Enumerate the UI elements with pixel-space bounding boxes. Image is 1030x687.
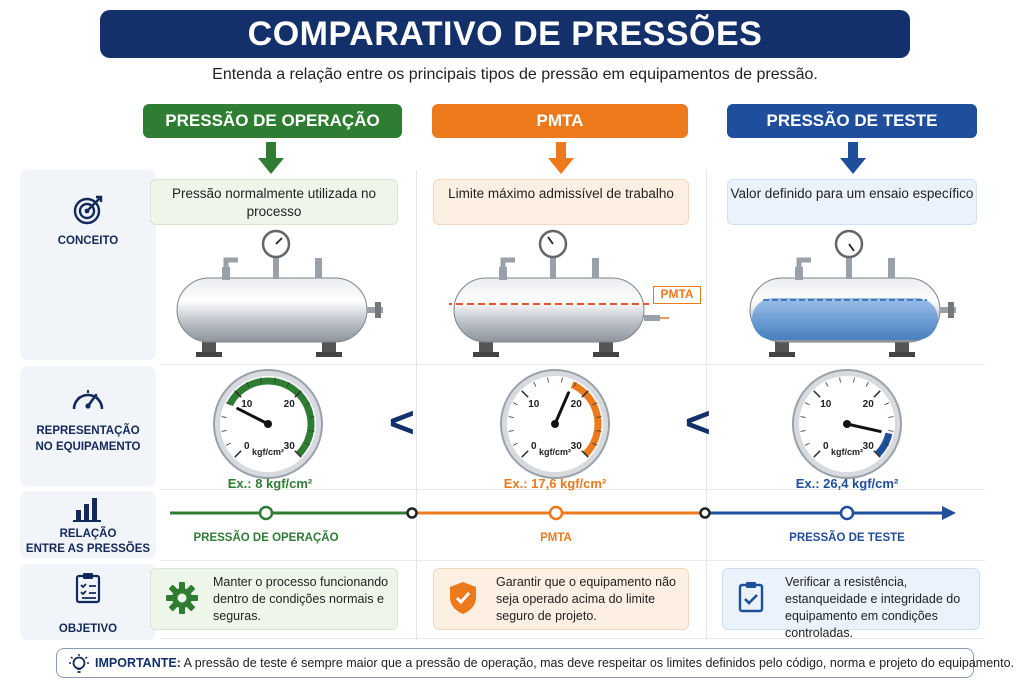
- example-operating: Ex.: 8 kgf/cm²: [227, 476, 313, 491]
- relation-timeline: [170, 505, 956, 521]
- arrow-down-icon: [548, 142, 574, 174]
- note-label: IMPORTANTE:: [95, 656, 181, 670]
- objective-test: Verificar a resistência, estanqueidade e…: [722, 568, 980, 640]
- concept-pmta: Limite máximo admissível de trabalho: [433, 179, 689, 225]
- gauge-needle: [236, 407, 270, 426]
- gauge-unit-label: kgf/cm²: [252, 447, 284, 457]
- target-icon: [73, 195, 103, 225]
- row-label-text: RELAÇÃO: [59, 528, 117, 540]
- gauge-icon: [72, 390, 104, 410]
- timeline-marker-test: [839, 505, 855, 521]
- shield-check-icon: [450, 582, 476, 614]
- gauge-tick-label: 10: [820, 399, 832, 410]
- row-label-text: CONCEITO: [57, 235, 119, 247]
- timeline-marker-operating: [258, 505, 274, 521]
- important-note: IMPORTANTE: A pressão de teste é sempre …: [56, 648, 1014, 678]
- gauge-tick-label: 20: [284, 399, 296, 410]
- gauge-needle: [845, 422, 882, 433]
- objective-text: Verificar a resistência, estanqueidade e…: [785, 575, 961, 640]
- clipboard-check-icon: [738, 582, 764, 613]
- row-label-objective: OBJETIVO: [20, 564, 156, 640]
- checklist-icon: [75, 573, 101, 604]
- less-than-symbol: <: [685, 398, 711, 447]
- pmta-tag: PMTA: [653, 286, 701, 304]
- row-label-relation: RELAÇÃO ENTRE AS PRESSÕES: [20, 491, 156, 558]
- objective-text: Garantir que o equipamento não seja oper…: [496, 575, 676, 623]
- pressure-vessel-pmta: [449, 229, 669, 357]
- gauge-tick-label: 0: [531, 441, 537, 452]
- lightbulb-icon: [69, 654, 89, 673]
- row-label-text: REPRESENTAÇÃO: [36, 425, 140, 437]
- timeline-divider: [406, 507, 418, 519]
- gauge-tick-label: 30: [571, 441, 583, 452]
- arrow-down-icon: [258, 142, 284, 174]
- page-subtitle: Entenda a relação entre os principais ti…: [212, 66, 818, 83]
- pressure-vessel-test: [749, 229, 956, 357]
- pressure-vessel-operating: [176, 229, 383, 357]
- gauge-tick-label: 20: [571, 399, 583, 410]
- gear-icon: [166, 582, 198, 614]
- gauge-needle: [553, 391, 571, 426]
- header-test-pressure: PRESSÃO DE TESTE: [727, 104, 977, 138]
- gauge-unit-label: kgf/cm²: [831, 447, 863, 457]
- gauge-tick-label: 10: [528, 399, 540, 410]
- relation-label-pmta: PMTA: [540, 532, 572, 544]
- objective-text: Manter o processo funcionando dentro de …: [213, 575, 389, 623]
- header-pmta: PMTA: [432, 104, 688, 138]
- gauge-tick-label: 20: [863, 399, 875, 410]
- row-label-representation: REPRESENTAÇÃO NO EQUIPAMENTO: [20, 366, 156, 486]
- gauge-tick-label: 10: [241, 399, 253, 410]
- row-label-concept: CONCEITO: [20, 170, 156, 360]
- header-operating-pressure: PRESSÃO DE OPERAÇÃO: [143, 104, 402, 138]
- concept-operating: Pressão normalmente utilizada no process…: [150, 179, 398, 225]
- example-test: Ex.: 26,4 kgf/cm²: [795, 476, 899, 491]
- gauge-tick-label: 0: [823, 441, 829, 452]
- row-label-text: OBJETIVO: [58, 623, 118, 635]
- example-pmta: Ex.: 17,6 kgf/cm²: [503, 476, 607, 491]
- gauge-tick-label: 30: [863, 441, 875, 452]
- bar-chart-icon: [73, 498, 101, 522]
- objective-operating: Manter o processo funcionando dentro de …: [150, 568, 398, 630]
- note-text: A pressão de teste é sempre maior que a …: [183, 656, 1015, 670]
- concept-test: Valor definido para um ensaio específico: [727, 179, 977, 225]
- arrow-down-icon: [840, 142, 866, 174]
- less-than-symbol: <: [389, 398, 415, 447]
- gauge-tick-label: 0: [244, 441, 250, 452]
- row-label-text: ENTRE AS PRESSÕES: [25, 543, 151, 555]
- relation-label-test: PRESSÃO DE TESTE: [789, 532, 905, 544]
- row-label-text: NO EQUIPAMENTO: [35, 441, 141, 453]
- gauge-unit-label: kgf/cm²: [539, 447, 571, 457]
- objective-pmta: Garantir que o equipamento não seja oper…: [433, 568, 689, 630]
- timeline-divider: [699, 507, 711, 519]
- relation-label-operating: PRESSÃO DE OPERAÇÃO: [193, 532, 339, 544]
- timeline-marker-pmta: [548, 505, 564, 521]
- page-title: COMPARATIVO DE PRESSÕES: [100, 10, 910, 58]
- gauge-tick-label: 30: [284, 441, 296, 452]
